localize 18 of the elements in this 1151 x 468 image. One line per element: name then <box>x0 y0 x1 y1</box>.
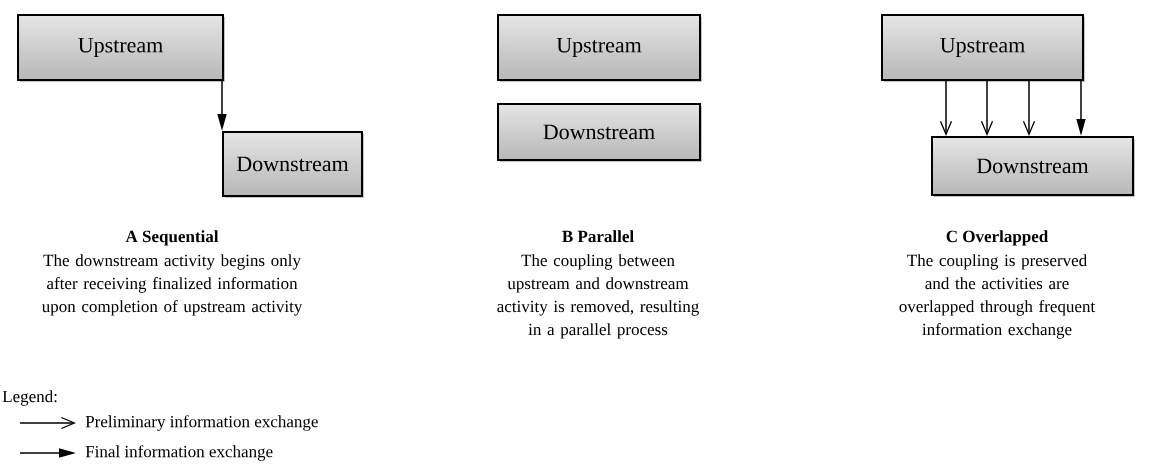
legend-title: Legend: <box>2 390 57 406</box>
caption-text: The downstream activity begins only after receiving finalized information upon completion of upstream activity <box>41 254 303 316</box>
process-box: Upstream <box>881 14 1085 82</box>
legend-text: Final information exchange <box>85 445 273 461</box>
process-box: Downstream <box>222 131 364 198</box>
process-box: Downstream <box>931 136 1135 197</box>
process-box: Downstream <box>497 103 702 162</box>
caption-title: B Parallel <box>562 230 634 243</box>
caption-title: C Overlapped <box>946 230 1049 246</box>
arrow <box>980 80 994 136</box>
arrow <box>939 80 953 136</box>
caption-title: A Sequential <box>125 230 219 246</box>
caption-text: The coupling is preserved and the activities are overlapped through frequent information exchange <box>899 254 1096 339</box>
arrow <box>1022 80 1036 136</box>
caption-text: The coupling between upstream and downstream activity is removed, resulting in a parallel process <box>497 254 699 339</box>
process-box: Upstream <box>17 14 225 82</box>
legend-text: Preliminary information exchange <box>85 415 318 431</box>
process-box: Upstream <box>497 14 702 82</box>
